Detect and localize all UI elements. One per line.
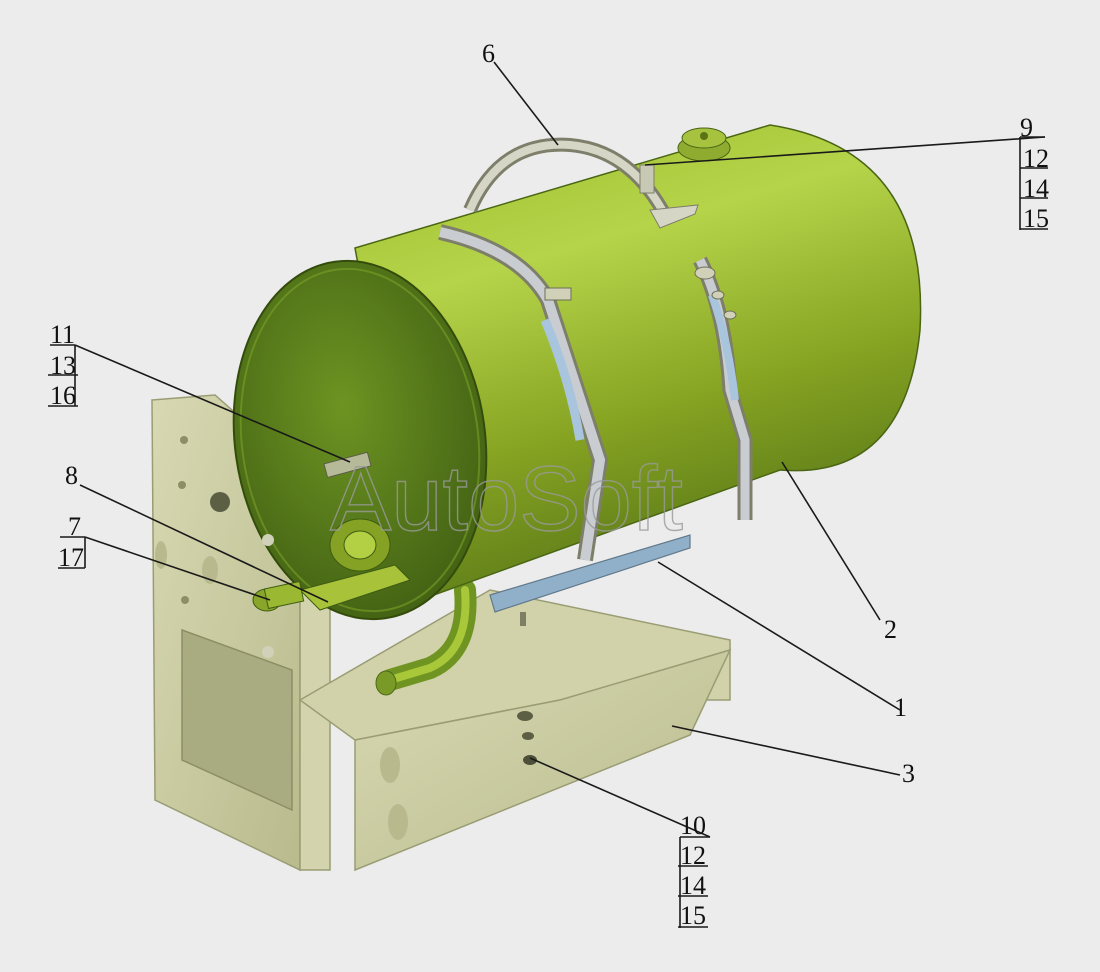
callout-8: 8 — [65, 461, 78, 490]
callout-2: 2 — [884, 615, 897, 644]
callout-16: 16 — [50, 381, 76, 410]
callout-3: 3 — [902, 759, 915, 788]
top-strap — [463, 137, 699, 229]
callout-15-bottom: 15 — [680, 901, 706, 930]
callout-9: 9 — [1020, 113, 1033, 142]
callout-11: 11 — [50, 320, 75, 349]
drain-fittings — [210, 451, 411, 658]
side-straps — [438, 224, 753, 562]
outlet-pipe — [375, 579, 477, 696]
callout-6: 6 — [482, 39, 495, 68]
callout-17: 17 — [58, 543, 84, 572]
tank-support-pad — [489, 534, 691, 626]
callout-10: 10 — [680, 811, 706, 840]
callout-7: 7 — [68, 512, 81, 541]
callout-12-bottom: 12 — [680, 841, 706, 870]
callout-15-top: 15 — [1023, 204, 1049, 233]
callout-1: 1 — [894, 693, 907, 722]
leader-lines — [50, 61, 1046, 928]
callout-14-bottom: 14 — [680, 871, 706, 900]
callout-underlines — [48, 167, 1048, 928]
filler-cap — [677, 127, 731, 162]
watermark-text: AutoSoft — [330, 448, 683, 550]
